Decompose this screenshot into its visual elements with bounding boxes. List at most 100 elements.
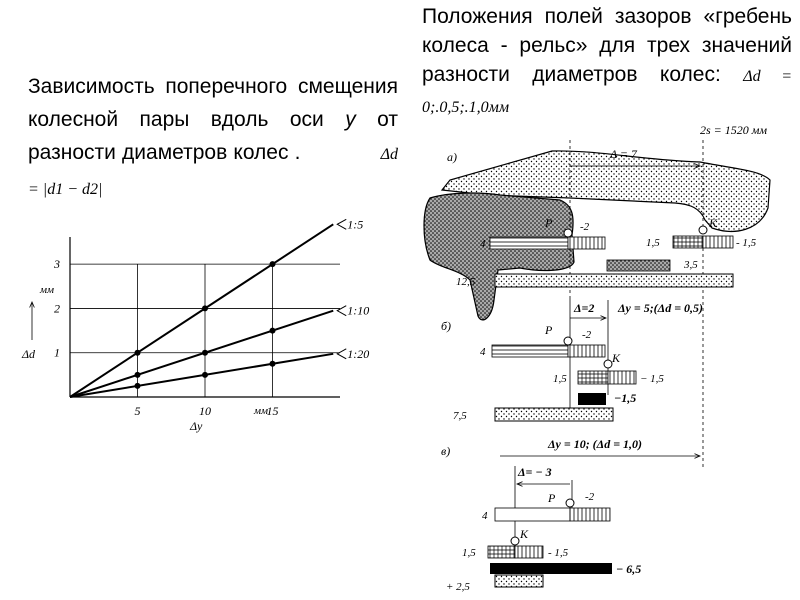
label-b: б) — [441, 319, 451, 333]
bottom-value: 7,5 — [453, 410, 467, 422]
field-bar — [702, 235, 734, 249]
rail-profile — [423, 192, 575, 321]
series-line — [69, 309, 334, 398]
data-point — [134, 382, 141, 389]
bottom-value: + 2,5 — [446, 581, 470, 593]
delta-a: Δ = 7 — [609, 147, 638, 161]
field-bar — [489, 236, 569, 250]
data-point — [202, 349, 208, 356]
x-unit-label: мм — [253, 405, 268, 417]
contact-point — [603, 359, 613, 369]
field-bar — [607, 370, 637, 385]
chart-series — [69, 223, 334, 398]
y-axis-label: Δd — [21, 347, 36, 361]
description-text: Положения полей зазоров «гребень колеса … — [422, 5, 792, 86]
contact-point — [563, 336, 573, 346]
field-bar — [491, 344, 569, 358]
data-point — [269, 261, 276, 268]
shift-c: Δy = 10; (Δd = 1,0) — [547, 437, 642, 451]
field-bar — [577, 370, 609, 385]
delta-c: Δ= − 3 — [517, 465, 552, 479]
data-point — [202, 305, 208, 312]
contact-point — [563, 228, 573, 238]
y-tick-label: 3 — [53, 257, 60, 271]
field-bar — [494, 273, 734, 288]
diagram-a: а) Δ = 7 P -2 4 К 1,5 - 1,5 — [423, 140, 771, 470]
series-label: 1:10 — [347, 304, 369, 318]
left-value: 4 — [482, 510, 488, 522]
series-line — [69, 352, 334, 398]
axis-variable: y — [345, 108, 356, 131]
left-value: 4 — [480, 346, 486, 358]
field-bar — [672, 235, 704, 249]
data-point — [269, 327, 276, 334]
x-tick-label: 5 — [135, 404, 141, 418]
data-point — [269, 360, 276, 367]
p-label: P — [547, 491, 556, 505]
series-line — [69, 223, 334, 398]
diagram-c: в) Δy = 10; (Δd = 1,0) Δ= − 3 P -2 4 К 1… — [441, 437, 700, 593]
data-point — [202, 371, 208, 378]
field-bar — [494, 407, 614, 422]
chart-axes — [69, 237, 340, 398]
y-unit-label: мм — [39, 284, 54, 296]
taper-icon — [336, 305, 347, 317]
contact-point — [565, 498, 575, 508]
diagram-b: б) Δ=2 Δy = 5;(Δd = 0,5) P -2 4 К 1,5 − … — [441, 296, 703, 422]
k-label: К — [611, 351, 621, 365]
field-bar — [490, 563, 612, 574]
field-bar — [494, 507, 571, 522]
description-text-2: от разности диаметров колес . — [28, 108, 398, 164]
y-tick-label: 2 — [54, 301, 60, 315]
k-left-value: 1,5 — [553, 373, 567, 385]
p-value: -2 — [582, 329, 592, 341]
wheel-profile — [440, 150, 771, 232]
gauge-label: 2s = 1520 мм — [700, 123, 767, 137]
k-right-value: - 1,5 — [548, 547, 569, 559]
label-c: в) — [441, 444, 450, 458]
x-tick-label: 15 — [267, 404, 279, 418]
description-right: Положения полей зазоров «гребень колеса … — [422, 2, 792, 122]
left-value: 4 — [480, 238, 486, 250]
description-left: Зависимость поперечного смещения колесно… — [28, 70, 398, 206]
mid-value: 3,5 — [683, 259, 698, 271]
field-bar — [567, 236, 606, 250]
field-bar — [578, 393, 606, 405]
description-text: Зависимость поперечного смещения колесно… — [28, 75, 398, 131]
field-bar — [567, 344, 606, 358]
k-right-value: − 1,5 — [640, 373, 664, 385]
formula-values: Δd = 0;.0,5;.1,0мм — [422, 68, 793, 116]
field-bar — [494, 574, 544, 588]
field-bar — [514, 545, 544, 559]
bottom-value: 12,5 — [456, 276, 476, 288]
p-value: -2 — [585, 491, 595, 503]
series-label: 1:5 — [347, 217, 363, 231]
field-bar — [487, 545, 516, 559]
p-label: P — [544, 323, 553, 337]
k-label: К — [708, 216, 718, 230]
k-left-value: 1,5 — [646, 237, 660, 249]
contact-point — [510, 536, 520, 546]
k-left-value: 1,5 — [462, 547, 476, 559]
taper-icon — [336, 218, 347, 230]
mid-value: −1,5 — [614, 391, 636, 405]
p-label: P — [544, 216, 553, 230]
delta-b: Δ=2 — [573, 301, 594, 315]
contact-point — [698, 225, 708, 235]
data-point — [134, 371, 141, 378]
k-label: К — [519, 527, 529, 541]
series-label: 1:20 — [347, 347, 369, 361]
label-a: а) — [447, 150, 457, 164]
clearance-diagram: 2s = 1520 мм а) Δ = 7 P -2 4 К 1,5 — [423, 123, 771, 593]
k-right-value: - 1,5 — [736, 237, 757, 249]
data-point — [134, 349, 141, 356]
field-bar — [569, 507, 611, 522]
taper-icon — [336, 348, 347, 360]
mid-value: − 6,5 — [616, 562, 641, 576]
y-tick-label: 1 — [54, 346, 60, 360]
shift-b: Δy = 5;(Δd = 0,5) — [617, 301, 703, 315]
x-axis-label: Δy — [189, 419, 203, 433]
